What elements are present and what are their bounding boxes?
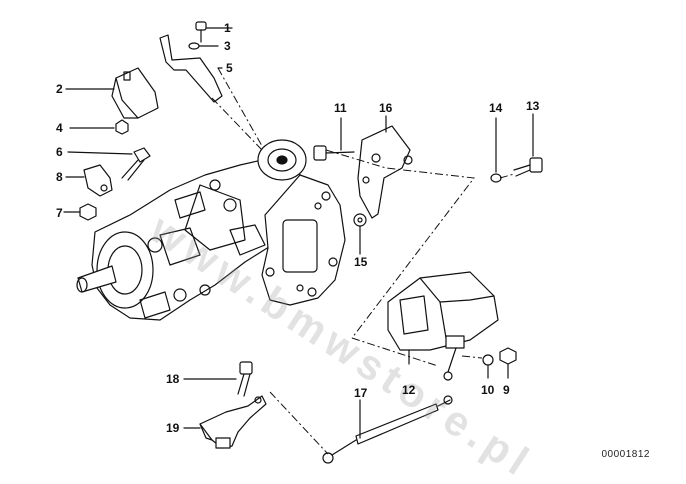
callout-5[interactable]: 5: [226, 61, 233, 75]
callout-2[interactable]: 2: [56, 82, 63, 96]
part-14-washer: [490, 117, 502, 183]
part-1-screw: [195, 21, 233, 43]
callout-13[interactable]: 13: [526, 99, 540, 113]
part-5-bracket: [159, 34, 223, 103]
part-13-bolt: [513, 113, 543, 177]
part-8-lever: [65, 164, 113, 197]
part-15-washer: [353, 213, 367, 255]
part-18-bolt: [183, 361, 253, 397]
part-10-washer: [482, 354, 494, 379]
callout-18[interactable]: 18: [166, 372, 180, 386]
part-19-lever: [183, 395, 267, 449]
part-9-nut: [499, 347, 517, 379]
callout-1[interactable]: 1: [224, 21, 231, 35]
part-12-actuator: [387, 271, 499, 381]
callout-7[interactable]: 7: [56, 206, 63, 220]
callout-16[interactable]: 16: [379, 101, 393, 115]
part-17-rod: [322, 395, 453, 464]
part-6-bolt: [67, 147, 151, 181]
document-id: 00001812: [601, 449, 650, 460]
mounting-plate: [261, 174, 346, 306]
callout-14[interactable]: 14: [489, 101, 503, 115]
callout-3[interactable]: 3: [224, 39, 231, 53]
callout-10[interactable]: 10: [481, 383, 495, 397]
injection-pump: [76, 139, 307, 321]
part-3-washer: [188, 42, 219, 50]
part-4-nut: [69, 119, 129, 135]
callout-9[interactable]: 9: [503, 383, 510, 397]
callout-19[interactable]: 19: [166, 421, 180, 435]
callout-4[interactable]: 4: [56, 121, 63, 135]
assembly-lines: [211, 67, 515, 455]
part-16-bracket: [357, 115, 413, 219]
callout-8[interactable]: 8: [56, 170, 63, 184]
callout-17[interactable]: 17: [354, 386, 368, 400]
part-2-switch: [65, 67, 159, 119]
callout-6[interactable]: 6: [56, 145, 63, 159]
callout-15[interactable]: 15: [354, 255, 368, 269]
callout-11[interactable]: 11: [334, 101, 347, 115]
callout-12[interactable]: 12: [402, 383, 416, 397]
part-7-nut: [63, 203, 97, 221]
part-11-bolt: [313, 117, 355, 161]
